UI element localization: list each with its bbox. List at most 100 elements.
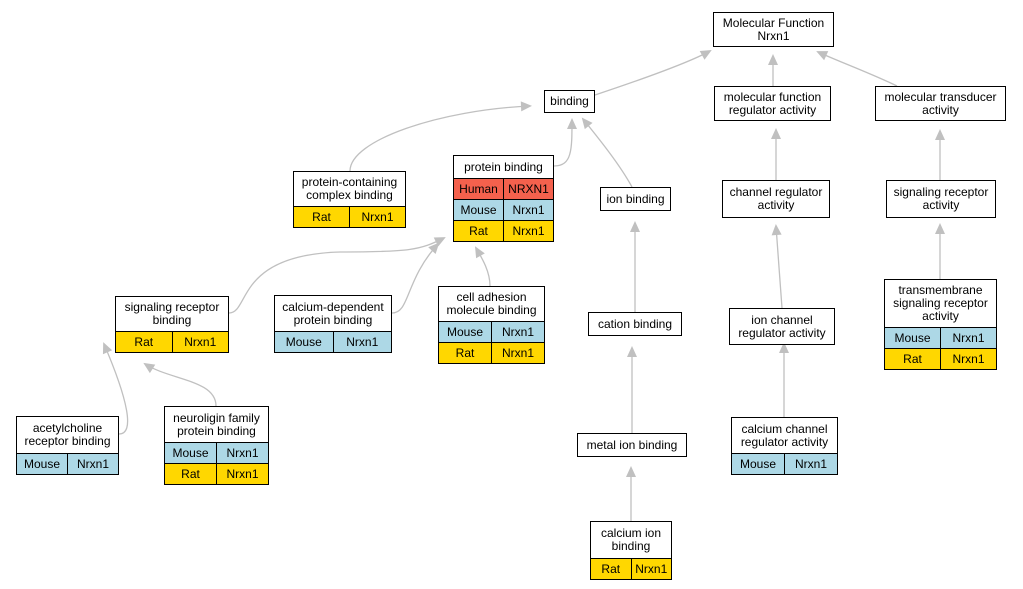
species-cell: Mouse xyxy=(894,331,931,345)
gene-cell: Nrxn1 xyxy=(491,343,544,363)
node-title-line: ion binding xyxy=(606,191,665,206)
edge-line xyxy=(775,225,783,309)
edge-line xyxy=(582,118,633,188)
node-title-line: regulator activity xyxy=(728,102,817,117)
edge-line xyxy=(594,50,711,96)
node-title-line: protein binding xyxy=(464,159,543,174)
gene-cell: Nrxn1 xyxy=(67,454,118,474)
species-cell: Human xyxy=(459,182,498,196)
edge-mta-to-mf xyxy=(816,51,898,87)
edge-line xyxy=(103,343,129,435)
species-cell: Mouse xyxy=(23,457,61,471)
node-title-line: neuroligin family xyxy=(173,410,260,425)
edge-arrowhead xyxy=(935,129,945,140)
gene-cell: NRXN1 xyxy=(503,179,553,199)
node-title-line: cell adhesion xyxy=(456,290,527,304)
edge-srb-to-pb xyxy=(228,237,446,314)
node-title-line: regulator activity xyxy=(740,434,829,449)
gene-cell: Nrxn1 xyxy=(503,200,553,220)
edge-arrowhead xyxy=(626,466,636,477)
edge-arrowhead xyxy=(816,51,829,61)
edge-cdpb-to-pb xyxy=(391,242,440,314)
annotation-row-human: Human NRXN1 xyxy=(454,178,553,199)
edge-ccra-to-icra xyxy=(779,342,789,417)
edge-line xyxy=(144,363,217,407)
node-ionb[interactable]: ion binding xyxy=(600,187,671,211)
node-title-line: ion channel xyxy=(751,312,813,327)
gene-cell: Nrxn1 xyxy=(332,332,392,352)
node-binding[interactable]: binding xyxy=(544,90,595,113)
node-title-line: acetylcholine xyxy=(32,421,103,435)
node-title-line: metal ion binding xyxy=(586,437,678,452)
node-title-line: activity xyxy=(922,198,960,212)
edge-line xyxy=(228,237,445,314)
node-catb[interactable]: cation binding xyxy=(588,312,682,336)
edge-line xyxy=(349,105,531,172)
node-title-line: binding xyxy=(611,539,651,553)
edge-pb-to-binding xyxy=(553,118,577,167)
node-title-line: binding xyxy=(152,313,192,327)
edge-pcb-to-binding xyxy=(349,101,532,172)
edge-arrowhead xyxy=(581,117,593,130)
gene-cell: Nrxn1 xyxy=(349,207,405,227)
species-cell: Rat xyxy=(469,224,488,238)
node-title-line: channel regulator xyxy=(729,185,823,199)
species-cell: Rat xyxy=(903,352,922,366)
node-mib[interactable]: metal ion binding xyxy=(577,433,687,457)
edge-arrowhead xyxy=(520,101,532,112)
node-title-line: calcium ion xyxy=(600,526,662,540)
edge-arrowhead xyxy=(630,221,640,232)
node-title-line: protein-containing xyxy=(301,175,398,189)
gene-cell: Nrxn1 xyxy=(940,328,996,348)
node-title: cation binding xyxy=(589,313,681,335)
node-title-line: regulator activity xyxy=(738,325,826,340)
species-cell: Mouse xyxy=(446,325,484,339)
edge-nfpb-to-srb xyxy=(143,362,217,407)
node-title-line: calcium-dependent xyxy=(282,299,384,314)
node-title-line: signaling receptor xyxy=(124,300,220,314)
node-title-line: molecule binding xyxy=(446,303,537,317)
species-cell: Mouse xyxy=(285,335,322,349)
node-title-line: activity xyxy=(757,198,795,212)
node-title-line: molecular transducer xyxy=(884,89,997,104)
annotation-row-mouse: Mouse Nrxn1 xyxy=(17,453,118,474)
edge-arrowhead xyxy=(699,50,712,60)
edge-arrowhead xyxy=(567,118,577,129)
